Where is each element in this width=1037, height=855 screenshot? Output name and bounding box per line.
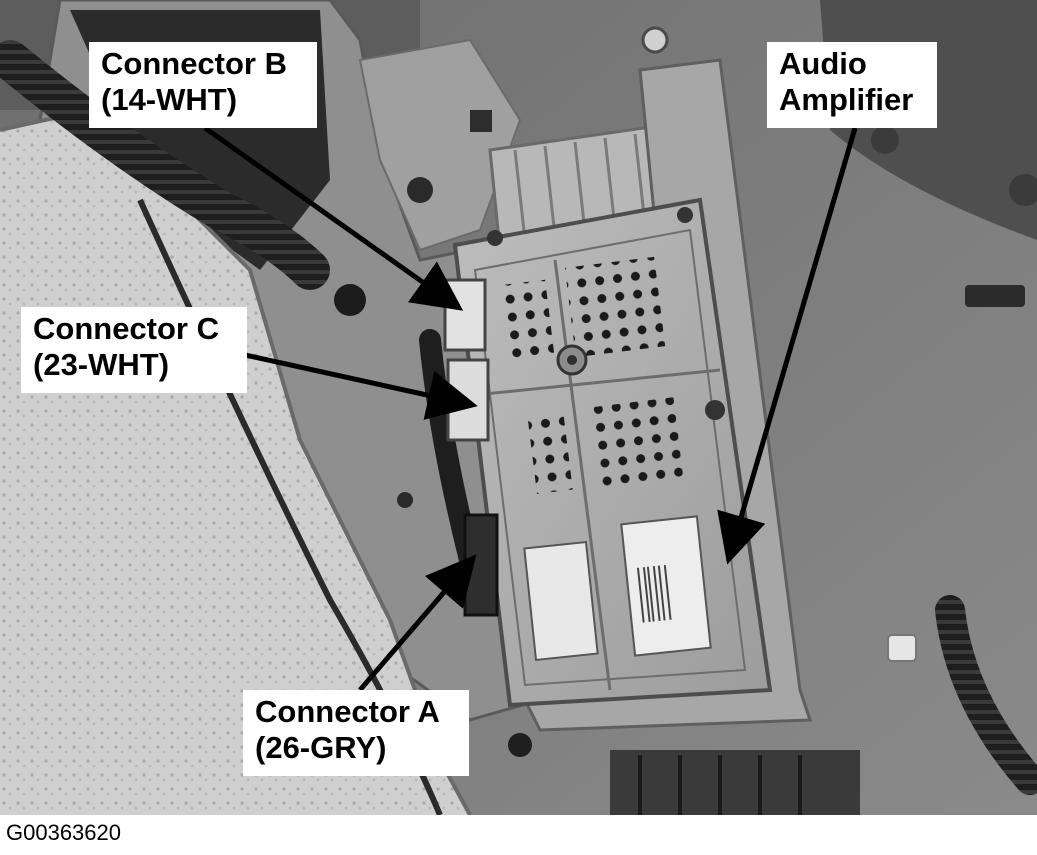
arrow-connector-a: [358, 554, 477, 692]
audio-amplifier-line2: Amplifier: [779, 82, 914, 117]
connector-c-code: (23-WHT): [33, 347, 170, 382]
audio-amplifier-line1: Audio: [779, 46, 867, 81]
connector-a-name: Connector A: [255, 694, 440, 729]
connector-c-name: Connector C: [33, 311, 219, 346]
audio-amplifier-label: Audio Amplifier: [767, 42, 937, 128]
connector-b-name: Connector B: [101, 46, 287, 81]
connector-a-label: Connector A (26-GRY): [243, 690, 469, 776]
arrow-connector-c: [244, 352, 478, 420]
connector-b-code: (14-WHT): [101, 82, 238, 117]
image-code: G00363620: [6, 820, 121, 845]
connector-b-label: Connector B (14-WHT): [89, 42, 317, 128]
arrow-connector-b: [203, 125, 464, 311]
connector-c-label: Connector C (23-WHT): [21, 307, 247, 393]
arrow-audio-amplifier: [717, 127, 858, 565]
connector-a-code: (26-GRY): [255, 730, 387, 765]
